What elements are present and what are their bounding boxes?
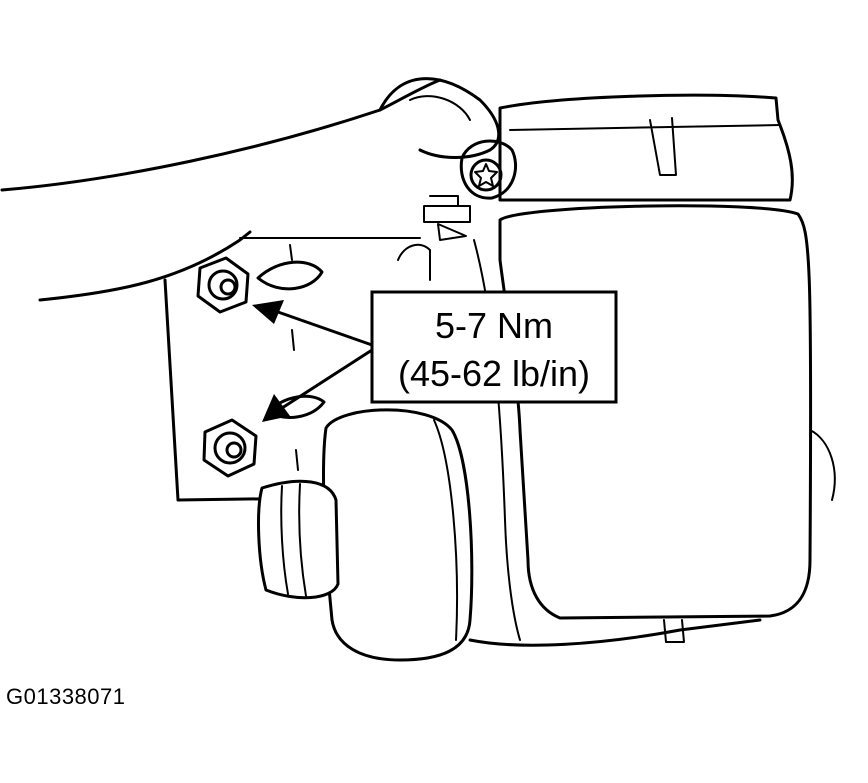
connector-clip bbox=[397, 195, 471, 281]
reservoir-base bbox=[468, 618, 762, 647]
torque-callout: 5-7 Nm (45-62 lb/in) bbox=[370, 290, 618, 404]
reservoir-body bbox=[498, 204, 813, 620]
arrow-head-lower bbox=[262, 394, 290, 422]
fender-panel-lower bbox=[38, 230, 252, 302]
bracket-slot-lower bbox=[266, 394, 326, 419]
figure-code: G01338071 bbox=[6, 684, 126, 709]
reservoir-right-mount bbox=[809, 429, 836, 501]
bracket-inner-dash bbox=[289, 244, 299, 471]
hose-top-inner bbox=[409, 95, 471, 121]
fender-panel bbox=[0, 78, 442, 192]
bracket-slot-upper bbox=[256, 260, 324, 291]
torx-screw-icon bbox=[459, 139, 517, 200]
reservoir-tab bbox=[663, 619, 685, 643]
hose-top bbox=[378, 77, 501, 159]
upper-nut-icon bbox=[196, 256, 250, 314]
callout-arrows bbox=[252, 300, 374, 422]
arrow-head-upper bbox=[252, 300, 284, 324]
torque-imperial-label: (45-62 lb/in) bbox=[398, 353, 590, 394]
module-upper-ridge bbox=[509, 117, 781, 176]
lower-nut-icon bbox=[202, 418, 258, 478]
module-upper-housing bbox=[498, 93, 794, 202]
canister bbox=[257, 408, 474, 662]
torque-metric-label: 5-7 Nm bbox=[435, 305, 553, 346]
